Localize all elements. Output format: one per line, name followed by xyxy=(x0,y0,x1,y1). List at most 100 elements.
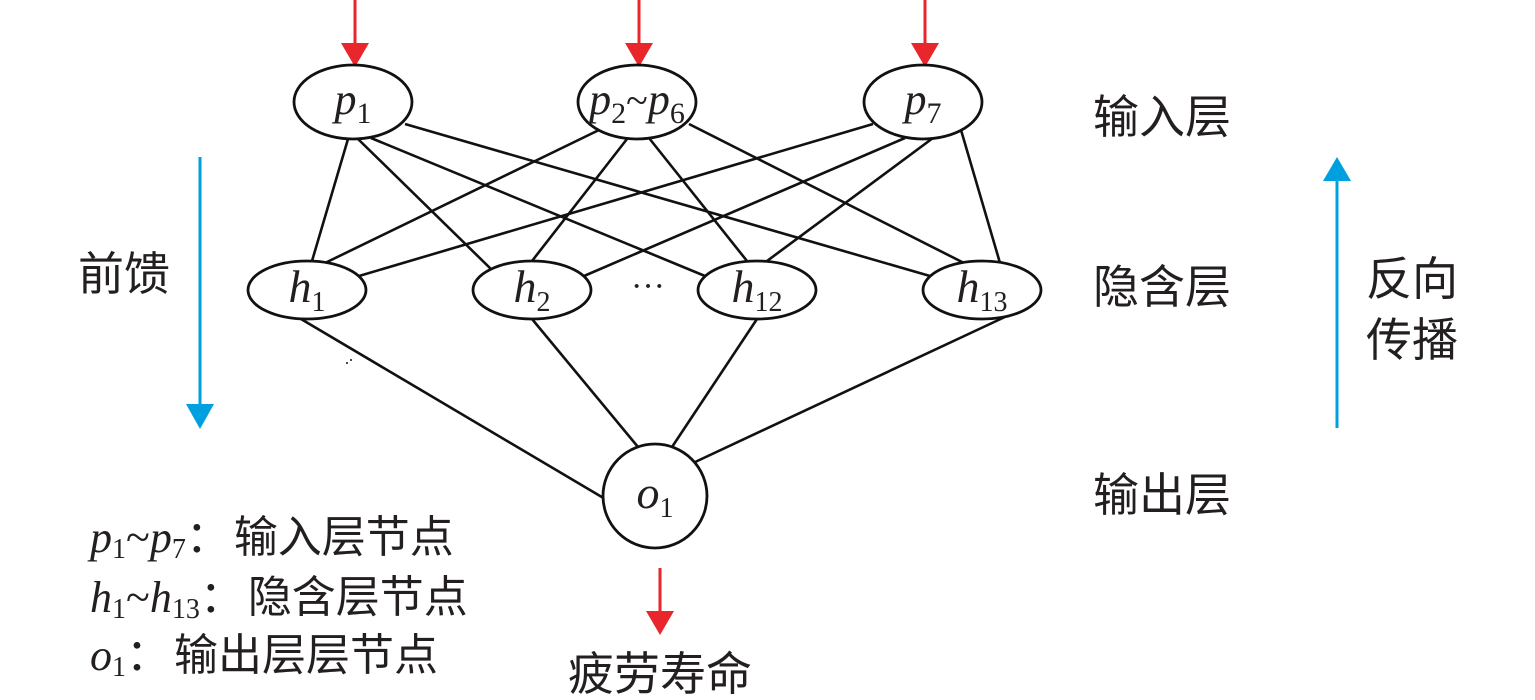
fatigue-life-label: 疲劳寿命 xyxy=(568,647,752,700)
node-p7: p7 xyxy=(862,63,984,141)
edge-h12-o1 xyxy=(670,318,759,448)
node-symbol: h xyxy=(514,261,537,312)
feedforward-arrow xyxy=(186,157,214,429)
feedforward-label: 前馈 xyxy=(78,247,170,301)
edge-p2-p6-h13 xyxy=(688,122,965,265)
legend-separator: ~ xyxy=(126,513,150,562)
legend-colon: ： xyxy=(200,572,244,623)
legend-row: p1~p7：输入层节点 xyxy=(87,512,454,565)
legend-colon: ： xyxy=(126,630,170,681)
edge-p1-h2 xyxy=(357,138,493,271)
node-h13: h13 xyxy=(921,259,1043,321)
stray-dot xyxy=(346,362,348,364)
node-shape xyxy=(601,442,709,550)
node-subscript: 1 xyxy=(660,493,674,524)
node-symbol: p xyxy=(645,75,670,124)
node-h12: h12 xyxy=(696,259,818,321)
edge-p2-p6-h2 xyxy=(530,138,629,262)
node-subscript: 12 xyxy=(755,287,783,318)
backprop-label-line1: 反向 xyxy=(1366,252,1458,306)
legend-subscript: 1 xyxy=(112,534,126,565)
legend-colon: ： xyxy=(186,512,230,563)
legend-symbol: p xyxy=(87,513,112,562)
legend-symbol: h xyxy=(150,573,172,622)
input-arrows xyxy=(341,0,939,67)
edge-p1-h12 xyxy=(370,136,706,278)
legend-subscript: 7 xyxy=(172,534,186,565)
edge-p1-h1 xyxy=(310,138,350,262)
node-p1: p1 xyxy=(292,63,414,141)
backprop-label-line2: 传播 xyxy=(1366,313,1458,367)
legend: p1~p7：输入层节点 h1~h13：隐含层节点 o1：输出层层节点 xyxy=(87,512,468,683)
node-shape xyxy=(921,259,1043,321)
node-o1: o1 xyxy=(601,442,709,550)
node-label: p7 xyxy=(902,75,942,130)
node-symbol: p xyxy=(332,75,357,124)
output-layer-label: 输出层 xyxy=(1093,468,1231,522)
legend-text: 输出层层节点 xyxy=(174,630,438,681)
edge-h2-o1 xyxy=(530,318,640,448)
edge-p1-h13 xyxy=(404,122,931,278)
legend-symbol: h xyxy=(90,573,112,622)
legend-row: o1：输出层层节点 xyxy=(90,630,438,683)
edge-p2-p6-h12 xyxy=(647,137,749,262)
node-label: p1 xyxy=(332,75,372,130)
node-label: h12 xyxy=(732,261,783,318)
node-subscript: 13 xyxy=(980,287,1008,318)
output-arrow xyxy=(646,568,674,635)
legend-subscript: 1 xyxy=(112,594,126,625)
backprop-arrow xyxy=(1323,157,1351,428)
node-subscript: 7 xyxy=(927,97,942,130)
node-shape xyxy=(246,259,368,321)
legend-separator: ~ xyxy=(126,573,150,622)
arrow-down-icon xyxy=(341,43,369,67)
legend-subscript: 13 xyxy=(172,594,200,625)
edges xyxy=(300,122,1008,508)
legend-text: 输入层节点 xyxy=(234,512,454,563)
node-label: h13 xyxy=(957,261,1008,318)
input-layer-label: 输入层 xyxy=(1093,90,1231,144)
node-symbol: h xyxy=(732,261,755,312)
node-symbol: p xyxy=(902,75,927,124)
node-label: h1 xyxy=(289,261,326,318)
node-p2-p6: p2~p6 xyxy=(576,63,698,141)
node-subscript: 1 xyxy=(312,287,326,318)
arrow-down-icon xyxy=(625,43,653,67)
node-label: h2 xyxy=(514,261,551,318)
stray-dot xyxy=(350,359,352,361)
edge-p7-h1 xyxy=(358,122,874,278)
legend-row: h1~h13：隐含层节点 xyxy=(90,572,468,625)
node-symbol: o xyxy=(637,467,660,518)
arrow-down-icon xyxy=(911,43,939,67)
edge-p2-p6-h1 xyxy=(324,128,600,265)
node-shape xyxy=(862,63,984,141)
node-h2: h2 xyxy=(471,259,593,321)
node-separator: ~ xyxy=(626,78,648,123)
node-shape xyxy=(576,63,698,141)
hidden-ellipsis: ··· xyxy=(631,268,665,305)
arrow-up-icon xyxy=(1323,157,1351,181)
node-subscript: 2 xyxy=(611,97,626,130)
edge-h1-o1 xyxy=(300,317,618,508)
arrow-down-icon xyxy=(646,611,674,635)
legend-symbol: p xyxy=(147,513,172,562)
node-symbol: p xyxy=(586,75,611,124)
node-subscript: 6 xyxy=(670,97,685,130)
node-symbol: h xyxy=(957,261,980,312)
node-subscript: 1 xyxy=(357,97,372,130)
edge-p7-h12 xyxy=(766,136,934,263)
edge-p7-h2 xyxy=(583,136,906,278)
edge-h13-o1 xyxy=(692,314,1008,465)
node-subscript: 2 xyxy=(537,287,551,318)
node-shape xyxy=(471,259,593,321)
legend-symbol: o xyxy=(90,631,112,680)
legend-subscript: 1 xyxy=(112,652,126,683)
node-label: p2~p6 xyxy=(586,75,685,130)
edge-p7-h13 xyxy=(959,129,1002,264)
node-shape xyxy=(696,259,818,321)
hidden-layer-label: 隐含层 xyxy=(1093,260,1231,314)
node-label: o1 xyxy=(637,467,674,524)
node-symbol: h xyxy=(289,261,312,312)
